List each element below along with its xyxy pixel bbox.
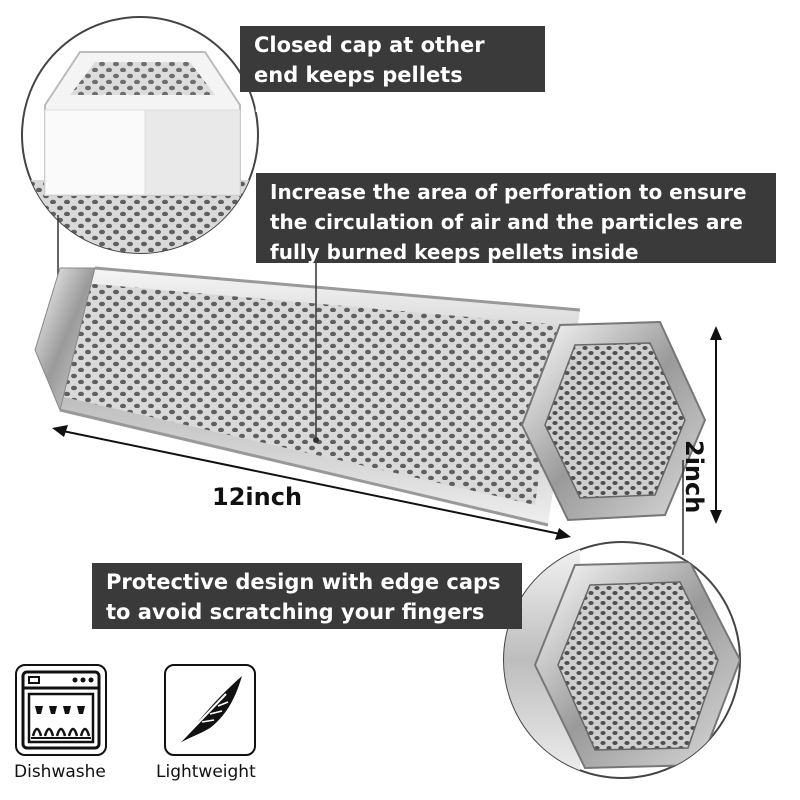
- feather-icon: [177, 676, 242, 745]
- closed-cap-detail: [21, 16, 259, 254]
- perforation-callout: Increase the area of perforation to ensu…: [256, 173, 776, 264]
- dishwasher-label: Dishwashe: [14, 762, 106, 782]
- width-label: 2inch: [680, 440, 708, 514]
- length-label: 12inch: [212, 483, 303, 511]
- lightweight-feature: [164, 664, 256, 756]
- dishwasher-icon: [21, 670, 101, 750]
- dishwasher-feature: [15, 664, 107, 756]
- closed-cap-callout: Closed cap at other end keeps pellets in…: [240, 26, 545, 117]
- smoker-tube: [34, 266, 707, 527]
- lightweight-label: Lightweight: [156, 762, 256, 782]
- length-arrow: [52, 425, 571, 540]
- edge-caps-callout: Protective design with edge caps to avoi…: [92, 563, 522, 629]
- width-arrow: [710, 326, 722, 524]
- edge-cap-detail: [503, 541, 741, 779]
